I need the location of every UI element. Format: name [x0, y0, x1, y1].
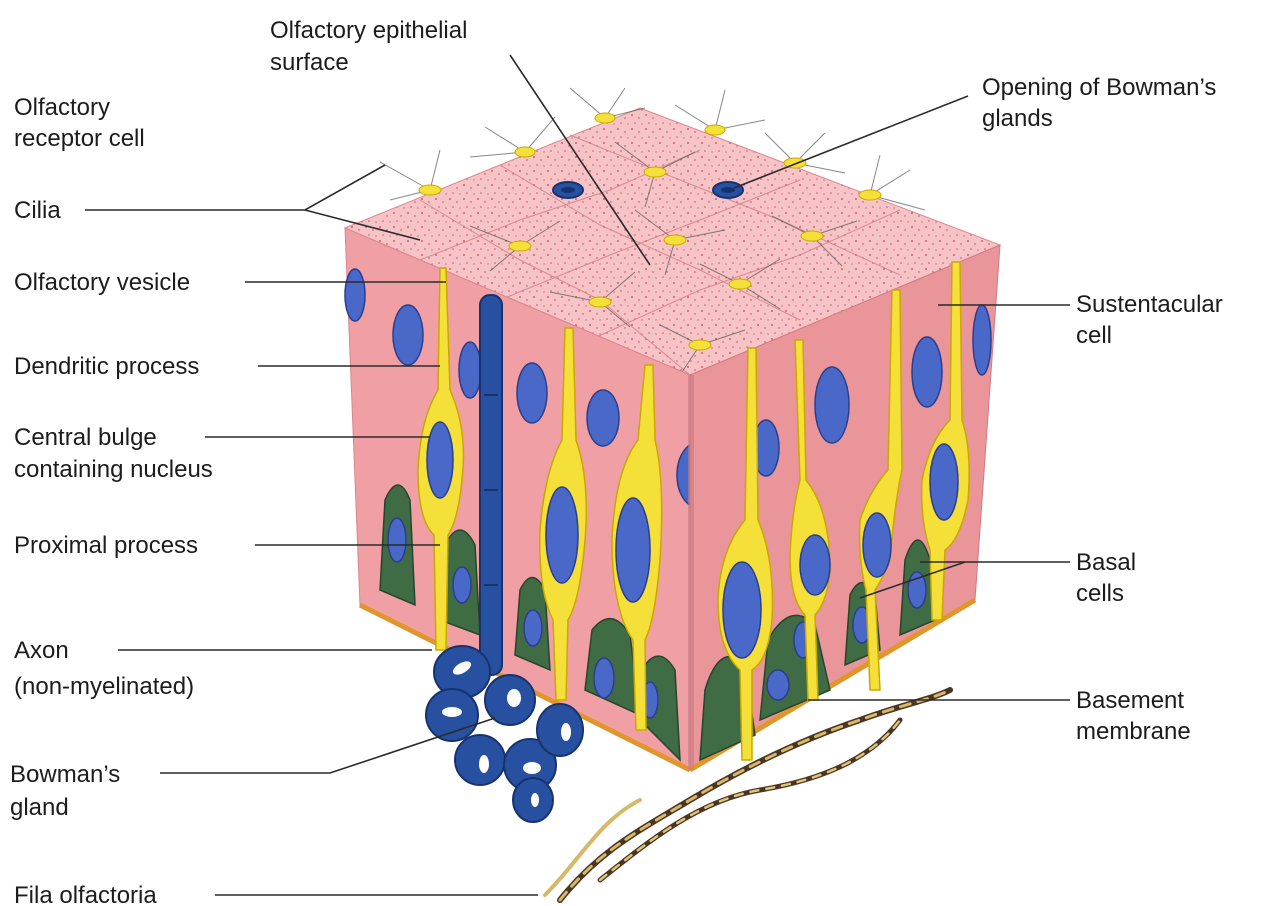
label-proximal: Proximal process: [14, 532, 198, 559]
label-fila: Fila olfactoria: [14, 882, 157, 906]
label-central-bulge: Central bulge containing nucleus: [14, 424, 213, 483]
label-dendritic: Dendritic process: [14, 353, 199, 380]
label-axon: Axon (non-myelinated): [14, 637, 194, 700]
label-bowmans-gland: Bowman’s gland: [10, 761, 127, 821]
label-bowmans-opening: Opening of Bowman’s glands: [982, 74, 1223, 132]
label-cilia: Cilia: [14, 197, 61, 224]
label-epithelial-surface: Olfactory epithelial surface: [270, 17, 474, 76]
label-vesicle: Olfactory vesicle: [14, 269, 190, 296]
label-basement: Basement membrane: [1076, 687, 1191, 745]
label-sustentacular: Sustentacular cell: [1076, 291, 1229, 349]
label-basal: Basal cells: [1076, 549, 1143, 607]
label-receptor-cell: Olfactory receptor cell: [14, 94, 145, 152]
